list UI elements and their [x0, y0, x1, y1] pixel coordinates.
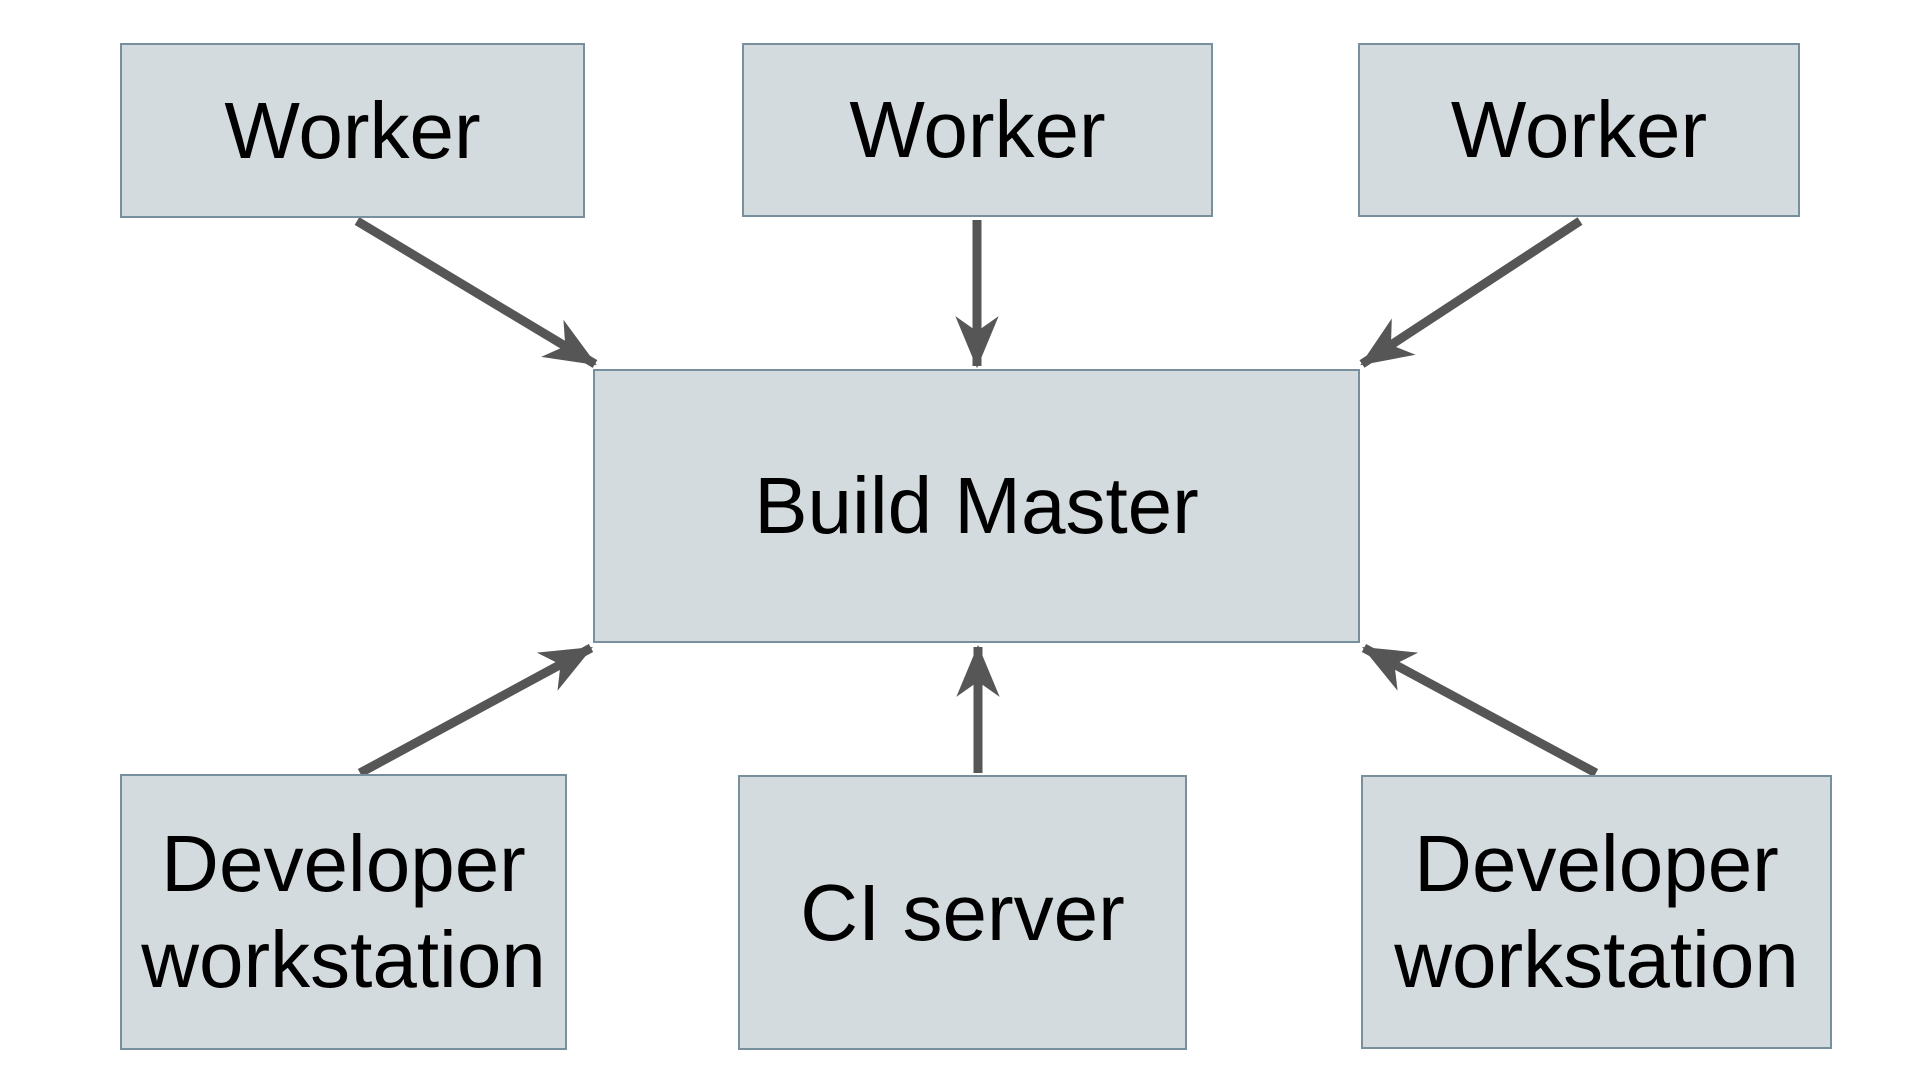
- node-worker-1-label: Worker: [224, 85, 481, 175]
- node-build-master: Build Master: [593, 369, 1360, 643]
- node-developer-workstation-left: Developer workstation: [120, 774, 567, 1050]
- node-developer-workstation-right-label: Developer workstation: [1394, 819, 1799, 1004]
- node-developer-workstation-left-label: Developer workstation: [141, 819, 546, 1004]
- node-worker-2-label: Worker: [849, 85, 1106, 174]
- arrow-worker-1-to-build-master: [354, 217, 598, 368]
- node-worker-1: Worker: [120, 43, 585, 218]
- node-ci-server: CI server: [738, 775, 1187, 1050]
- node-worker-2: Worker: [742, 43, 1213, 217]
- node-worker-3-label: Worker: [1450, 85, 1708, 174]
- node-build-master-label: Build Master: [754, 461, 1199, 550]
- node-developer-workstation-right: Developer workstation: [1361, 775, 1832, 1049]
- arrow-worker-3-to-build-master: [1359, 217, 1583, 368]
- node-worker-3: Worker: [1358, 43, 1800, 217]
- node-ci-server-label: CI server: [800, 867, 1125, 957]
- arrow-dev-workstation-right-to-build-master: [1361, 644, 1599, 777]
- arrow-dev-workstation-left-to-build-master: [357, 644, 594, 777]
